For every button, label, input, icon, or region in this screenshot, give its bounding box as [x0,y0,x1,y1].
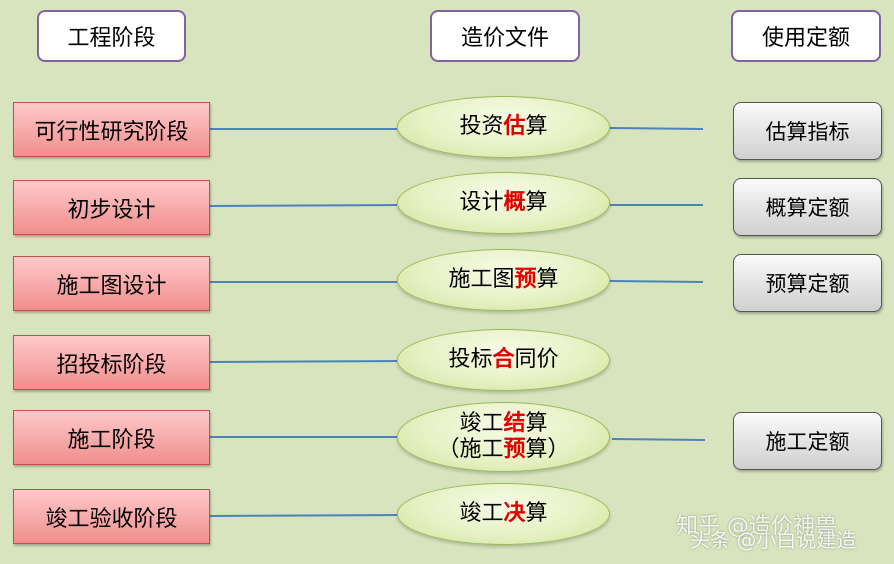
stage-preliminary-design: 初步设计 [13,180,210,235]
doc-settlement: 竣工结算 （施工预算） [397,402,610,472]
doc-final-accounts: 竣工决算 [397,483,610,545]
link-drawing-budget-quota [609,280,704,283]
watermark-zhihu: 知乎 @造价神兽 [676,514,837,539]
quota-budget-quota: 概算定额 [733,178,882,236]
link-completion-doc [209,514,398,517]
header-quota: 使用定额 [731,10,881,62]
stage-construction: 施工阶段 [13,410,210,465]
stage-bidding: 招投标阶段 [13,335,210,390]
link-estimate-quota [609,127,704,130]
header-document: 造价文件 [430,10,580,62]
doc-design-budget: 设计概算 [397,172,610,234]
doc-drawing-budget: 施工图预算 [397,249,610,311]
link-preliminary-doc [209,204,398,207]
header-stage: 工程阶段 [37,10,186,62]
link-settlement-quota [611,438,706,441]
link-bidding-doc [209,360,398,363]
stage-completion-acceptance: 竣工验收阶段 [13,489,210,544]
quota-estimate-index: 估算指标 [733,102,882,160]
quota-construction-quota: 施工定额 [733,412,882,470]
doc-investment-estimate: 投资估算 [397,96,610,158]
watermark-toutiao: 头条 @小白说建造 [690,528,857,552]
stage-construction-drawing: 施工图设计 [13,256,210,311]
quota-prebudget-quota: 预算定额 [733,254,882,312]
doc-contract-price: 投标合同价 [397,329,610,391]
stage-feasibility: 可行性研究阶段 [13,102,210,157]
